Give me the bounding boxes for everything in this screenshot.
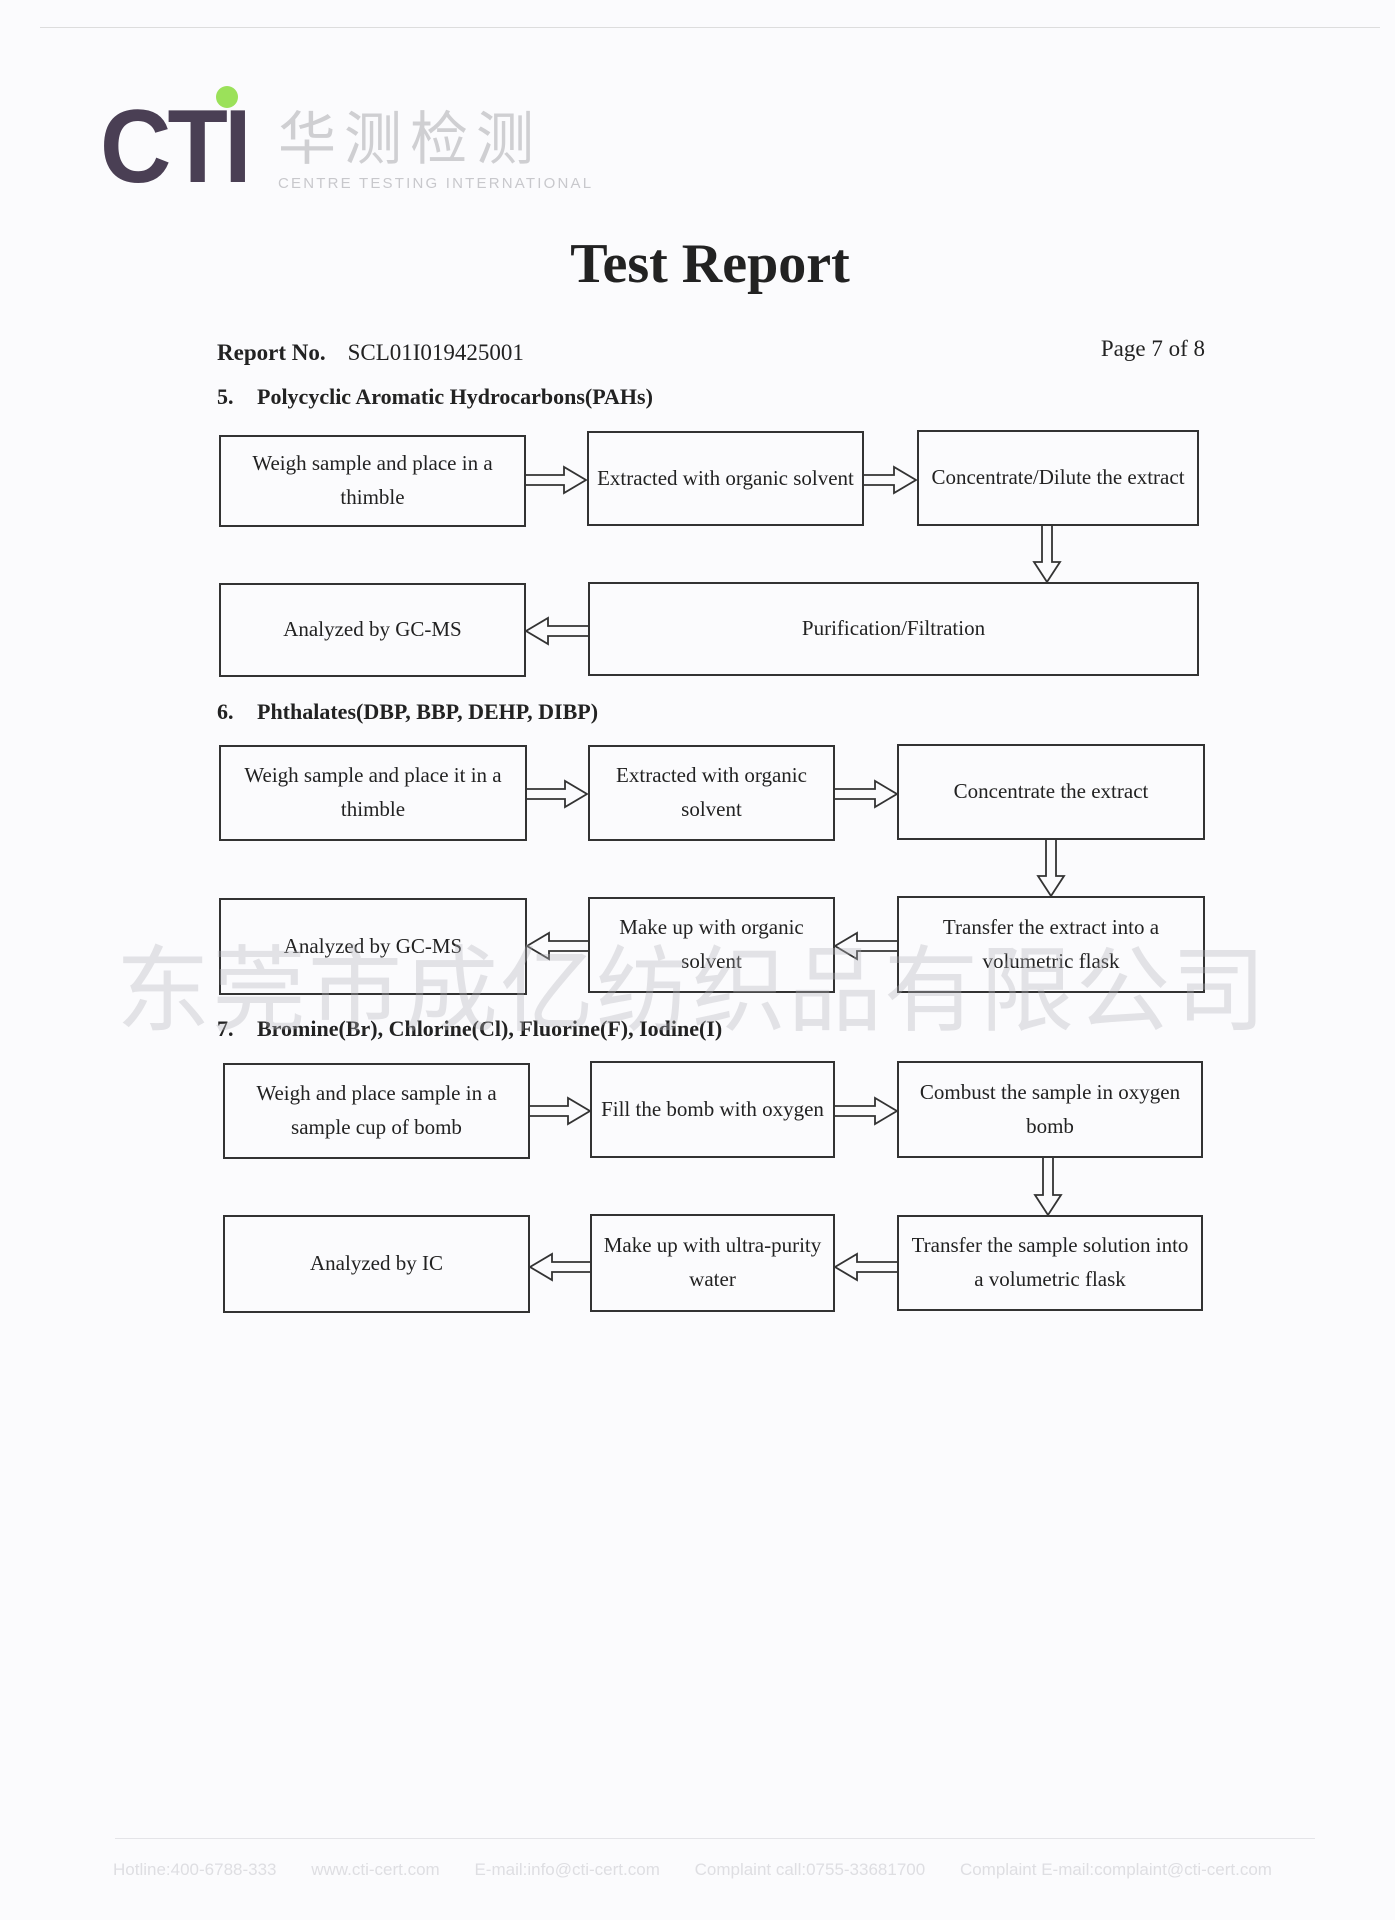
report-number: Report No. SCL01I019425001 bbox=[217, 340, 524, 366]
footer-hotline: Hotline:400-6788-333 bbox=[113, 1860, 277, 1879]
section-heading-halogens: 7. Bromine(Br), Chlorine(Cl), Fluorine(F)… bbox=[217, 1016, 722, 1042]
arrow-left-icon bbox=[528, 1252, 590, 1282]
section-title: Phthalates(DBP, BBP, DEHP, DIBP) bbox=[257, 699, 599, 724]
flow-step: Make up with ultra-purity water bbox=[590, 1214, 835, 1312]
flow-step: Concentrate/Dilute the extract bbox=[917, 430, 1199, 526]
arrow-left-icon bbox=[833, 1252, 897, 1282]
arrow-right-icon bbox=[527, 779, 589, 809]
section-number: 6. bbox=[217, 699, 234, 724]
arrow-right-icon bbox=[526, 465, 588, 495]
logo-english-name: CENTRE TESTING INTERNATIONAL bbox=[278, 175, 594, 192]
report-number-label: Report No. bbox=[217, 340, 326, 365]
footer-complaint-email: Complaint E-mail:complaint@cti-cert.com bbox=[959, 1860, 1272, 1879]
section-title: Polycyclic Aromatic Hydrocarbons(PAHs) bbox=[257, 384, 653, 409]
page-number: Page 7 of 8 bbox=[1100, 336, 1205, 361]
arrow-right-icon bbox=[835, 1096, 899, 1126]
arrow-right-icon bbox=[835, 779, 899, 809]
section-number: 7. bbox=[217, 1016, 234, 1041]
footer-email: E-mail:info@cti-cert.com bbox=[474, 1860, 660, 1879]
footer-complaint-call: Complaint call:0755-33681700 bbox=[694, 1860, 926, 1879]
flow-step: Analyzed by GC-MS bbox=[219, 898, 527, 995]
flow-step: Weigh and place sample in a sample cup o… bbox=[223, 1063, 530, 1159]
flow-step: Transfer the sample solution into a volu… bbox=[897, 1215, 1203, 1311]
flow-step: Transfer the extract into a volumetric f… bbox=[897, 896, 1205, 993]
flow-step: Weigh sample and place it in a thimble bbox=[219, 745, 527, 841]
flow-step: Fill the bomb with oxygen bbox=[590, 1061, 835, 1158]
footer-divider bbox=[115, 1838, 1315, 1839]
arrow-down-icon bbox=[1033, 1158, 1063, 1217]
page-title: Test Report bbox=[570, 233, 850, 295]
arrow-left-icon bbox=[524, 616, 588, 646]
flow-step: Extracted with organic solvent bbox=[587, 431, 864, 526]
flow-step: Analyzed by IC bbox=[223, 1215, 530, 1313]
arrow-right-icon bbox=[864, 465, 918, 495]
flow-step: Concentrate the extract bbox=[897, 744, 1205, 840]
arrow-down-icon bbox=[1036, 840, 1066, 898]
logo-chinese-name: 华测检测 bbox=[278, 105, 543, 173]
flow-step: Analyzed by GC-MS bbox=[219, 583, 526, 677]
section-title: Bromine(Br), Chlorine(Cl), Fluorine(F), … bbox=[257, 1016, 723, 1041]
top-divider bbox=[40, 27, 1380, 28]
logo-dot bbox=[216, 86, 238, 108]
flow-step: Make up with organic solvent bbox=[588, 897, 835, 993]
arrow-down-icon bbox=[1032, 526, 1062, 584]
arrow-right-icon bbox=[530, 1096, 592, 1126]
flow-step: Extracted with organic solvent bbox=[588, 745, 835, 841]
flow-step: Purification/Filtration bbox=[588, 582, 1199, 676]
footer-website: www.cti-cert.com bbox=[311, 1860, 440, 1879]
flow-step: Combust the sample in oxygen bomb bbox=[897, 1061, 1203, 1158]
footer: Hotline:400-6788-333 www.cti-cert.com E-… bbox=[113, 1860, 1302, 1880]
report-number-value: SCL01I019425001 bbox=[347, 340, 524, 365]
section-number: 5. bbox=[217, 384, 234, 409]
arrow-left-icon bbox=[833, 931, 897, 961]
flow-step: Weigh sample and place in a thimble bbox=[219, 435, 526, 527]
section-heading-phthalates: 6. Phthalates(DBP, BBP, DEHP, DIBP) bbox=[217, 699, 598, 725]
arrow-left-icon bbox=[525, 931, 588, 961]
section-heading-pahs: 5. Polycyclic Aromatic Hydrocarbons(PAHs) bbox=[217, 384, 653, 410]
cti-logo: CTI bbox=[100, 89, 252, 205]
